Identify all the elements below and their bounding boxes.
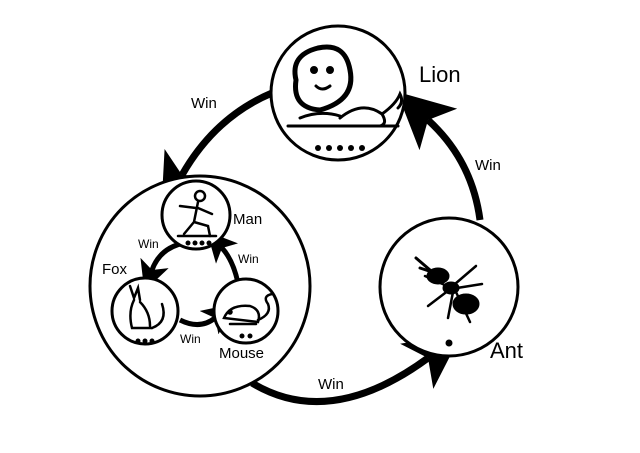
arrow-group-to-ant [250,333,462,406]
fox-dots [135,338,155,344]
group-node: Man Fox [88,174,312,398]
win-label-ant-to-lion: Win [475,157,501,174]
arrow-ant-to-lion [396,91,484,221]
mouse-node [212,277,280,345]
win-label-lion-to-group: Win [191,95,217,112]
win-label-group-to-ant: Win [318,376,344,393]
man-icon [176,189,218,238]
lion-label: Lion [419,62,461,87]
mouse-icon [222,292,274,326]
man-dots [185,240,212,246]
win-label-mouse-to-man: Win [238,252,259,266]
lion-node [269,24,407,162]
win-label-fox-to-mouse: Win [180,332,201,346]
man-label: Man [233,211,262,228]
mouse-dots [239,333,253,339]
lion-dots [315,145,365,151]
lion-icon [286,44,404,128]
mouse-label: Mouse [219,345,264,362]
fox-node [110,276,180,346]
arrow-lion-to-group [161,89,274,212]
ant-label: Ant [490,338,523,363]
win-label-man-to-fox: Win [138,237,159,251]
arrow-fox-to-mouse [178,303,233,335]
fox-icon [128,283,165,330]
ant-icon [414,256,484,324]
man-node [160,179,232,251]
ant-node [378,216,520,358]
ant-dot [445,339,453,347]
fox-label: Fox [102,261,128,278]
